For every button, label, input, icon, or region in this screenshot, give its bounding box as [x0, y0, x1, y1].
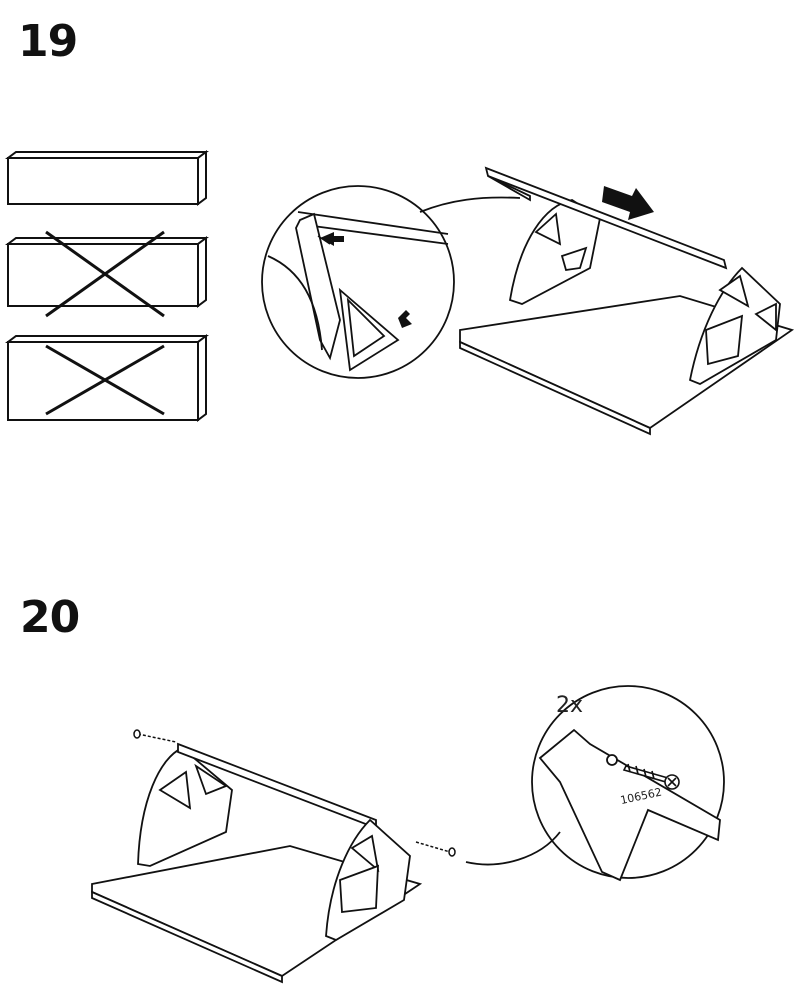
assembly-step19 — [459, 166, 795, 436]
screw-icon — [133, 729, 177, 743]
step-number-20: 20 — [20, 592, 80, 643]
screw-icon — [415, 841, 456, 857]
push-arrow-icon — [602, 186, 654, 220]
detail-magnifier-step19 — [261, 185, 521, 379]
screw-icon — [622, 763, 680, 790]
board-correct-icon — [5, 150, 209, 206]
detail-magnifier-step20 — [465, 685, 725, 882]
quantity-label: 2x — [556, 693, 583, 718]
board-wrong-x-icon — [5, 230, 209, 318]
board-wrong-x-icon — [5, 334, 209, 422]
push-arrow-icon — [320, 232, 412, 328]
step-number-19: 19 — [18, 16, 78, 67]
assembly-step20 — [91, 742, 423, 984]
